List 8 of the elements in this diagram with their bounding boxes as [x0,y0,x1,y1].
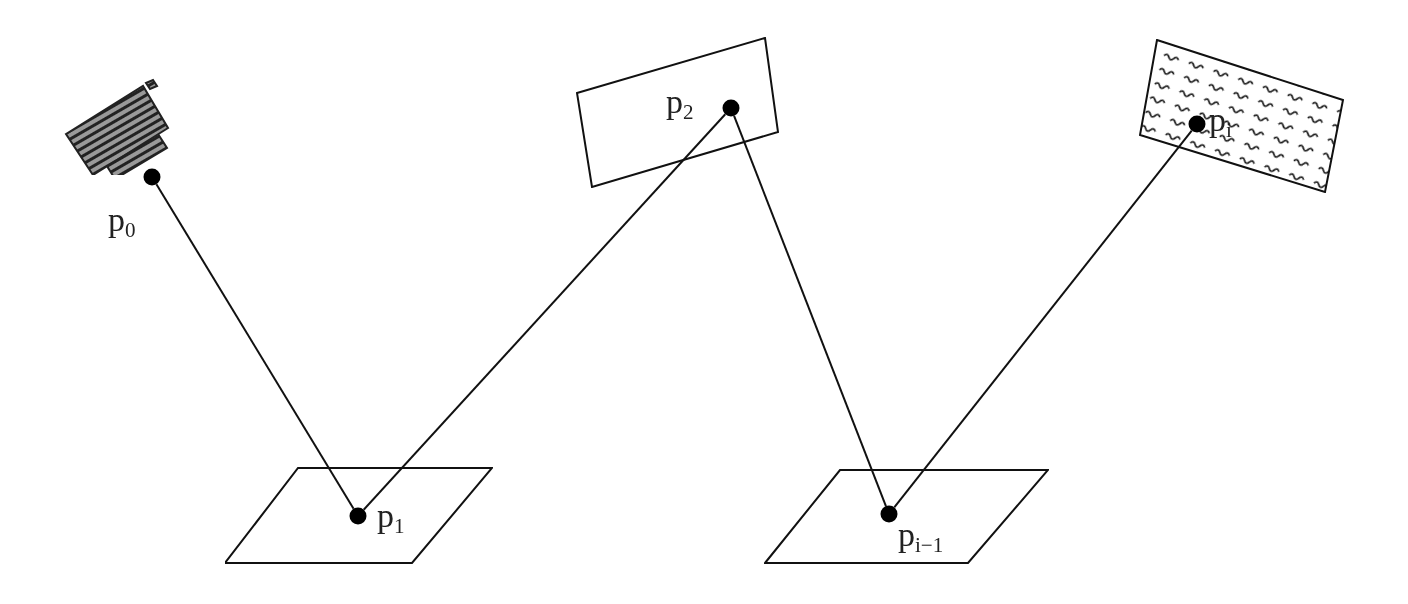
path-segment [733,114,887,508]
path-segment [362,113,727,511]
point-label: p$_{i}$ [1209,100,1232,140]
path-segment [155,183,355,510]
point-label: p$_{2}$ [666,82,694,122]
point-label: p$_{1}$ [377,496,405,536]
point-label: p$_{i−1}$ [898,515,944,555]
point-label: p$_{0}$ [108,200,136,240]
